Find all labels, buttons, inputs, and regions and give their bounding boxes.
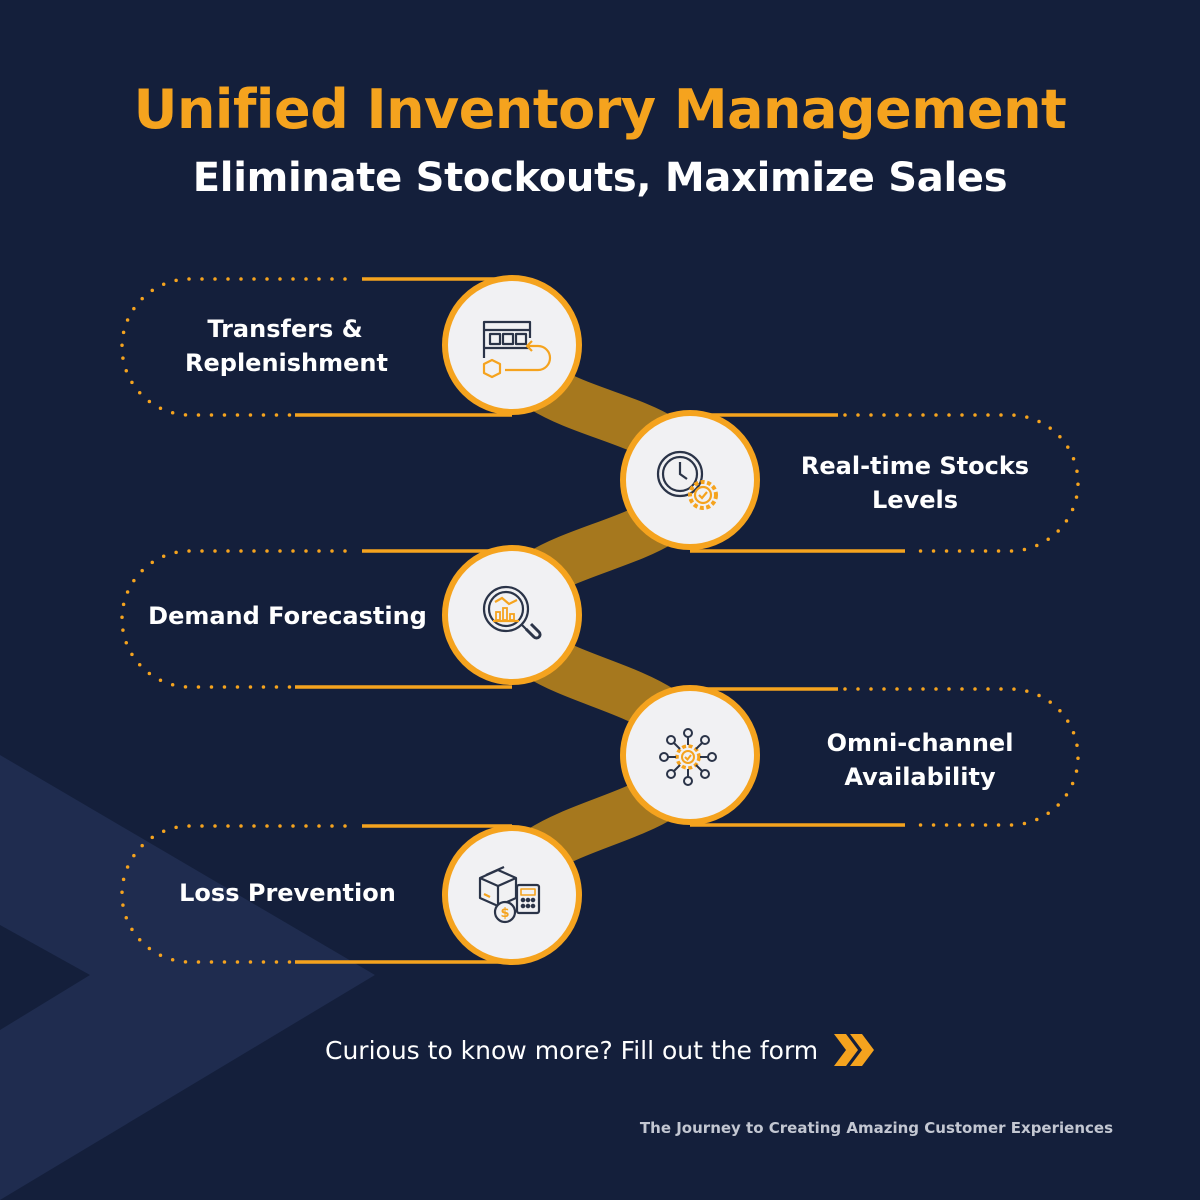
step-loop-4	[690, 687, 1080, 827]
step-label-2-line-2: Levels	[871, 486, 958, 514]
step-label-4: Omni-channel Availability	[800, 726, 1040, 794]
step-label-4-line-2: Availability	[844, 763, 996, 791]
step-label-3: Demand Forecasting	[145, 599, 430, 633]
network-check-icon	[659, 728, 717, 786]
magnifier-chart-icon	[482, 585, 542, 640]
cta-text: Curious to know more? Fill out the form	[325, 1035, 819, 1065]
cta-link[interactable]: Curious to know more? Fill out the form	[325, 1030, 876, 1070]
box-calculator-icon: $	[478, 865, 541, 924]
step-label-4-line-1: Omni-channel	[826, 729, 1014, 757]
svg-text:$: $	[500, 906, 509, 921]
step-label-2-line-1: Real-time Stocks	[800, 452, 1030, 480]
step-loop-5	[120, 824, 512, 964]
step-label-3-line-1: Demand Forecasting	[148, 602, 427, 630]
footer-tagline: The Journey to Creating Amazing Customer…	[639, 1119, 1113, 1137]
step-node-5: $	[442, 825, 582, 965]
page-subtitle: Eliminate Stockouts, Maximize Sales	[192, 155, 1008, 201]
background-chevron-notch	[0, 925, 90, 1030]
step-node-4	[620, 685, 760, 825]
double-chevron-right-icon	[834, 1034, 875, 1066]
step-node-2	[620, 410, 760, 550]
step-label-5-line-1: Loss Prevention	[179, 879, 396, 907]
warehouse-return-icon	[482, 320, 552, 379]
clock-gear-icon	[656, 450, 718, 510]
step-label-2: Real-time Stocks Levels	[790, 449, 1040, 517]
step-label-1-line-1: Transfers &	[207, 315, 363, 343]
step-node-1	[442, 275, 582, 415]
step-label-1-line-2: Replenishment	[185, 349, 388, 377]
background-chevron-shape	[0, 755, 375, 1200]
step-label-5: Loss Prevention	[170, 876, 405, 910]
step-label-1: Transfers & Replenishment	[185, 312, 388, 380]
step-loop-1	[120, 277, 512, 417]
page-title: Unified Inventory Management	[133, 78, 1067, 141]
step-node-3	[442, 545, 582, 685]
